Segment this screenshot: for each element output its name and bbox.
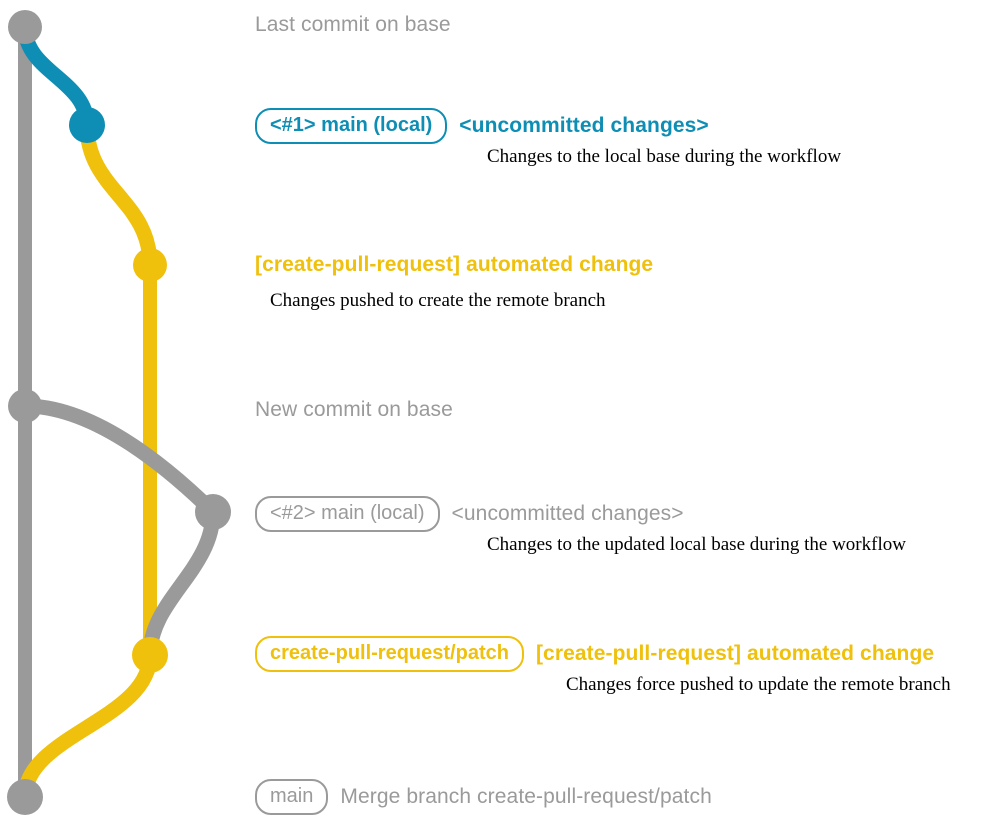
commit-description-local-main-1: Changes to the local base during the wor…: [487, 146, 842, 167]
commit-description-automated-change-1: Changes pushed to create the remote bran…: [270, 290, 606, 311]
commit-node-merge[interactable]: [7, 779, 43, 815]
merge-into-patch-line: [142, 504, 221, 663]
branch-badge-create-pull-request-patch[interactable]: create-pull-request/patch: [255, 636, 524, 672]
commit-description-automated-change-2: Changes force pushed to update the remot…: [566, 674, 951, 695]
row-local-main-2: <#2> main (local) <uncommitted changes>: [255, 496, 684, 532]
commit-node-local-1[interactable]: [69, 107, 105, 143]
row-merge-branch: main Merge branch create-pull-request/pa…: [255, 779, 712, 815]
row-automated-change-2: create-pull-request/patch [create-pull-r…: [255, 636, 934, 672]
new-commit-on-base-label: New commit on base: [255, 398, 453, 421]
commit-subject-automated-change-2: [create-pull-request] automated change: [535, 642, 935, 665]
commit-node-local-2[interactable]: [195, 494, 231, 530]
commit-subject-local-main-1: <uncommitted changes>: [459, 114, 709, 137]
row-local-main-1: <#1> main (local) <uncommitted changes>: [255, 108, 709, 144]
row-automated-change-1: [create-pull-request] automated change: [255, 253, 653, 277]
patch-merge-line: [17, 647, 158, 805]
row-new-commit-on-base: New commit on base: [255, 398, 453, 422]
local-branch-line-2: [17, 398, 221, 520]
commit-node-base-2[interactable]: [8, 389, 42, 423]
last-commit-on-base-label: Last commit on base: [255, 13, 451, 36]
commit-node-patch-2[interactable]: [132, 637, 168, 673]
commit-subject-local-main-2: <uncommitted changes>: [451, 502, 684, 525]
commit-subject-automated-change-1: [create-pull-request] automated change: [255, 253, 654, 276]
commit-node-base-1[interactable]: [8, 10, 42, 44]
patch-branch-line-1: [79, 117, 158, 273]
branch-badge-local-main-2[interactable]: <#2> main (local): [255, 496, 440, 532]
commit-subject-merge-branch: Merge branch create-pull-request/patch: [340, 785, 712, 808]
commit-node-patch-1[interactable]: [133, 248, 167, 282]
branch-badge-main[interactable]: main: [255, 779, 329, 815]
row-last-commit-on-base: Last commit on base: [255, 13, 451, 37]
commit-description-local-main-2: Changes to the updated local base during…: [487, 534, 906, 555]
branch-badge-local-main-1[interactable]: <#1> main (local): [255, 108, 448, 144]
